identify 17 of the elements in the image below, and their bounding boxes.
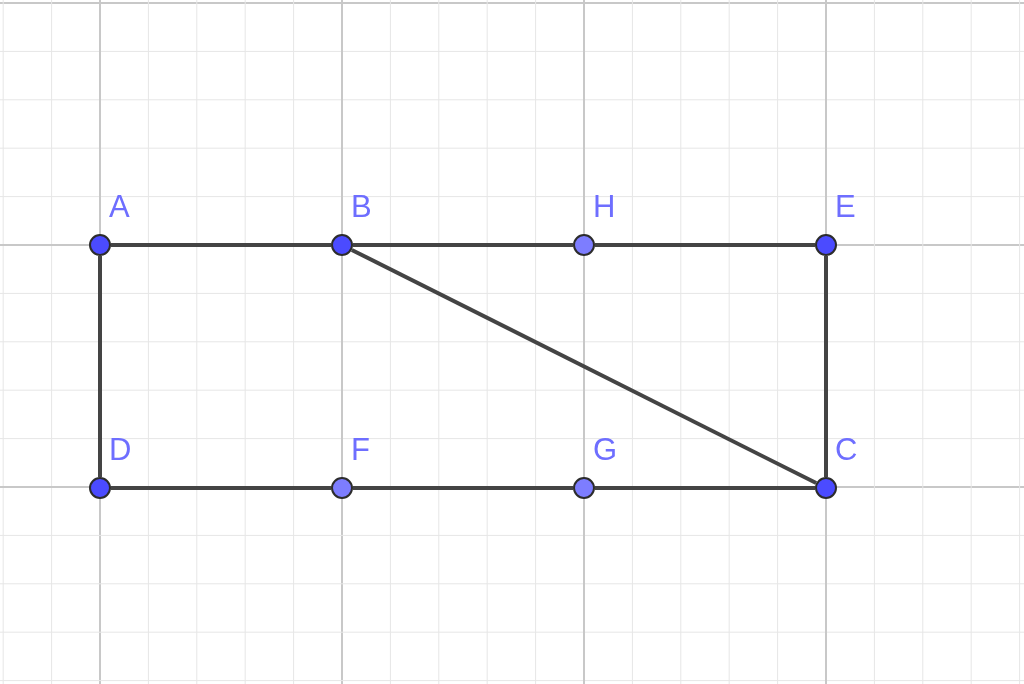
line-segment xyxy=(595,243,815,247)
point-label: G xyxy=(593,433,618,467)
line-segment xyxy=(353,486,573,490)
point-label: B xyxy=(351,190,372,224)
point-label: E xyxy=(835,190,856,224)
point-label: A xyxy=(109,190,130,224)
point-label: C xyxy=(835,433,858,467)
point-label: F xyxy=(351,433,370,467)
line-segment xyxy=(353,243,573,247)
line-segment xyxy=(98,256,102,477)
line-segment xyxy=(595,486,815,490)
line-segment xyxy=(824,256,828,477)
line-segment xyxy=(111,486,331,490)
line-segment xyxy=(350,248,818,485)
point-label: D xyxy=(109,433,132,467)
line-segment xyxy=(111,243,331,247)
point-label: H xyxy=(593,190,616,224)
